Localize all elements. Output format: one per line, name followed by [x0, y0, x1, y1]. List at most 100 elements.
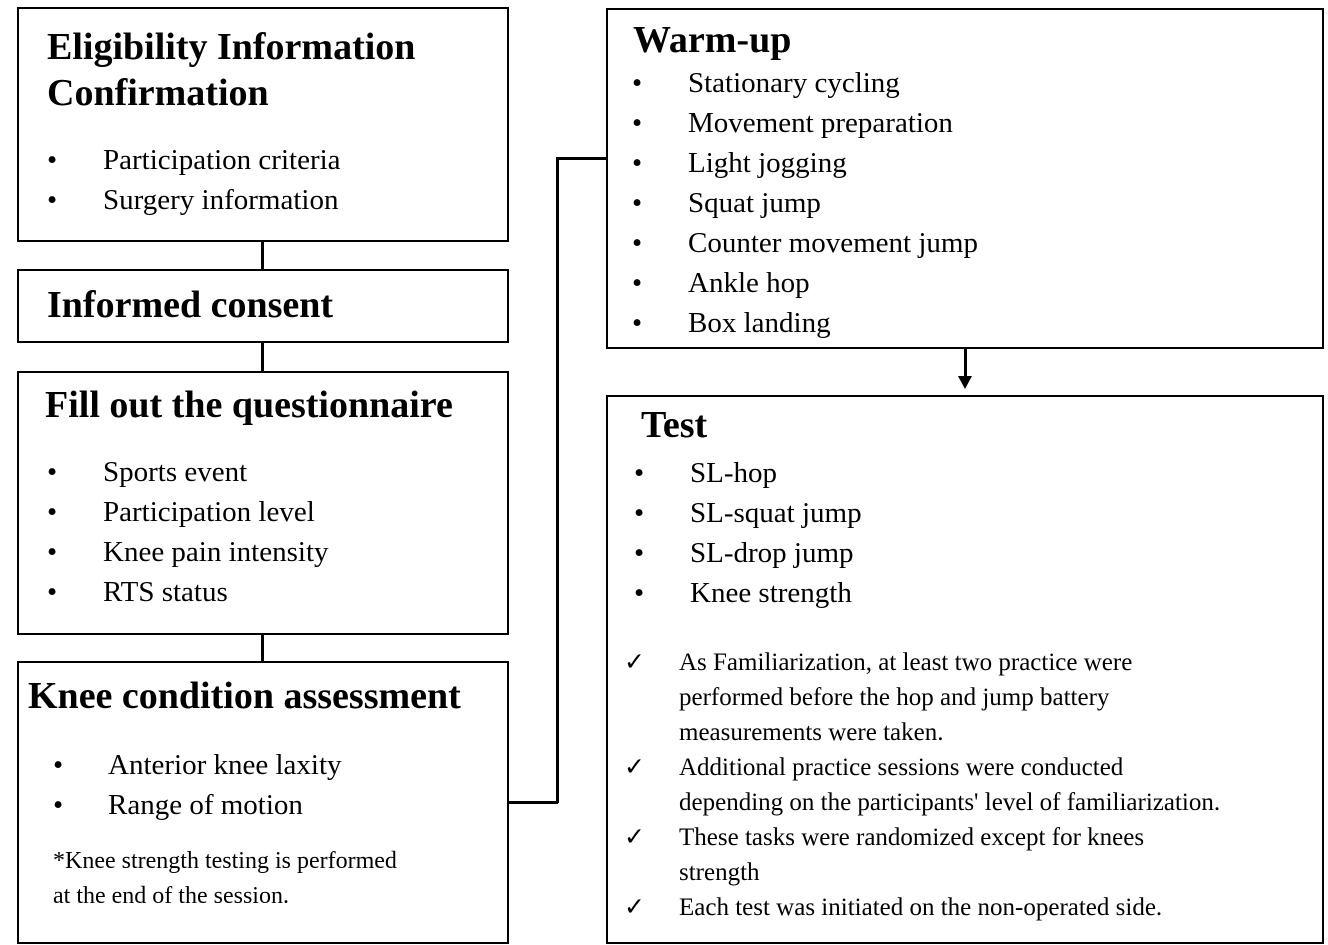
check-item: ✓ Each test was initiated on the non-ope…: [624, 890, 1314, 925]
list-item: • Light jogging: [608, 143, 978, 183]
list-item-label: SL-hop: [690, 457, 777, 489]
warmup-list: • Stationary cycling • Movement preparatio…: [608, 63, 978, 343]
check-line: As Familiarization, at least two practic…: [679, 649, 1133, 676]
consent-title: Informed consent: [47, 284, 334, 326]
bullet-icon: •: [47, 496, 58, 528]
list-item: • RTS status: [19, 572, 329, 612]
list-item: • Anterior knee laxity: [19, 745, 342, 785]
bullet-icon: •: [47, 144, 58, 176]
list-item-label: Anterior knee laxity: [108, 749, 342, 781]
list-item-label: Sports event: [103, 456, 248, 488]
bullet-icon: •: [632, 107, 643, 139]
bullet-icon: •: [634, 457, 645, 489]
test-box: Test • SL-hop • SL-squat jump • SL-drop jum…: [606, 395, 1324, 944]
connector-to-warmup: [556, 157, 607, 160]
list-item: • Squat jump: [608, 183, 978, 223]
check-line: measurements were taken.: [679, 719, 944, 746]
list-item: • Knee strength: [608, 573, 862, 613]
list-item: • Participation criteria: [19, 140, 341, 180]
bullet-icon: •: [632, 147, 643, 179]
list-item-label: Squat jump: [688, 187, 821, 219]
bullet-icon: •: [632, 307, 643, 339]
list-item: • Surgery information: [19, 180, 341, 220]
list-item: • SL-hop: [608, 453, 862, 493]
bullet-icon: •: [632, 67, 643, 99]
list-item-label: Light jogging: [688, 147, 847, 179]
list-item-label: Ankle hop: [688, 267, 810, 299]
bullet-icon: •: [47, 184, 58, 216]
warmup-box: Warm-up • Stationary cycling • Movement pr…: [606, 8, 1324, 349]
bullet-icon: •: [53, 749, 64, 781]
knee-assessment-list: • Anterior knee laxity • Range of motion: [19, 745, 342, 825]
test-title: Test: [641, 404, 708, 446]
connector-questionnaire-knee: [261, 633, 264, 663]
check-item: ✓ Additional practice sessions were cond…: [624, 750, 1314, 820]
list-item: • Box landing: [608, 303, 978, 343]
list-item-label: Box landing: [688, 307, 831, 339]
check-item: ✓ These tasks were randomized except for…: [624, 820, 1314, 890]
list-item-label: Surgery information: [103, 184, 339, 216]
note-line2: at the end of the session.: [53, 883, 289, 909]
connector-knee-right: [507, 801, 558, 804]
connector-consent-questionnaire: [261, 341, 264, 372]
warmup-title: Warm-up: [633, 19, 792, 61]
check-line: performed before the hop and jump batter…: [679, 684, 1110, 711]
bullet-icon: •: [47, 456, 58, 488]
list-item-label: Movement preparation: [688, 107, 953, 139]
list-item: • SL-squat jump: [608, 493, 862, 533]
check-icon: ✓: [624, 824, 645, 851]
test-list: • SL-hop • SL-squat jump • SL-drop jump • Kn…: [608, 453, 862, 613]
list-item-label: SL-drop jump: [690, 537, 854, 569]
check-line: strength: [679, 859, 760, 886]
bullet-icon: •: [634, 537, 645, 569]
questionnaire-box: Fill out the questionnaire • Sports event…: [17, 371, 509, 635]
list-item-label: Knee strength: [690, 577, 852, 609]
connector-eligibility-consent: [261, 240, 264, 270]
list-item-label: SL-squat jump: [690, 497, 862, 529]
check-item: ✓ As Familiarization, at least two pract…: [624, 645, 1314, 750]
list-item: • Range of motion: [19, 785, 342, 825]
questionnaire-title: Fill out the questionnaire: [45, 384, 453, 426]
list-item: • Movement preparation: [608, 103, 978, 143]
bullet-icon: •: [53, 789, 64, 821]
knee-assessment-title: Knee condition assessment: [28, 675, 461, 717]
eligibility-title: Eligibility Information Confirmation: [47, 25, 415, 116]
eligibility-list: • Participation criteria • Surgery informa…: [19, 140, 341, 220]
bullet-icon: •: [632, 187, 643, 219]
eligibility-title-line1: Eligibility Information: [47, 26, 416, 68]
questionnaire-list: • Sports event • Participation level • Knee…: [19, 452, 329, 612]
check-line: These tasks were randomized except for k…: [679, 824, 1145, 851]
list-item-label: Participation level: [103, 496, 315, 528]
list-item-label: Knee pain intensity: [103, 536, 329, 568]
note-line1: *Knee strength testing is performed: [53, 848, 397, 874]
knee-assessment-box: Knee condition assessment • Anterior knee…: [17, 661, 509, 944]
list-item-label: RTS status: [103, 576, 228, 608]
list-item: • Participation level: [19, 492, 329, 532]
list-item-label: Stationary cycling: [688, 67, 900, 99]
arrow-down-icon: [958, 376, 972, 389]
knee-strength-note: *Knee strength testing is performed at t…: [53, 844, 397, 914]
bullet-icon: •: [632, 227, 643, 259]
bullet-icon: •: [632, 267, 643, 299]
list-item-label: Counter movement jump: [688, 227, 978, 259]
list-item: • Ankle hop: [608, 263, 978, 303]
bullet-icon: •: [47, 536, 58, 568]
eligibility-box: Eligibility Information Confirmation • Pa…: [17, 7, 509, 242]
list-item: • SL-drop jump: [608, 533, 862, 573]
list-item-label: Range of motion: [108, 789, 303, 821]
check-icon: ✓: [624, 649, 645, 676]
test-notes-list: ✓ As Familiarization, at least two pract…: [624, 645, 1314, 925]
connector-vertical: [556, 157, 559, 803]
eligibility-title-line2: Confirmation: [47, 71, 269, 114]
check-line: Each test was initiated on the non-opera…: [679, 894, 1163, 921]
list-item: • Counter movement jump: [608, 223, 978, 263]
bullet-icon: •: [47, 576, 58, 608]
bullet-icon: •: [634, 577, 645, 609]
list-item: • Stationary cycling: [608, 63, 978, 103]
check-icon: ✓: [624, 754, 645, 781]
consent-box: Informed consent: [17, 269, 509, 343]
connector-warmup-test: [964, 348, 967, 377]
bullet-icon: •: [634, 497, 645, 529]
check-icon: ✓: [624, 894, 645, 921]
list-item-label: Participation criteria: [103, 144, 341, 176]
